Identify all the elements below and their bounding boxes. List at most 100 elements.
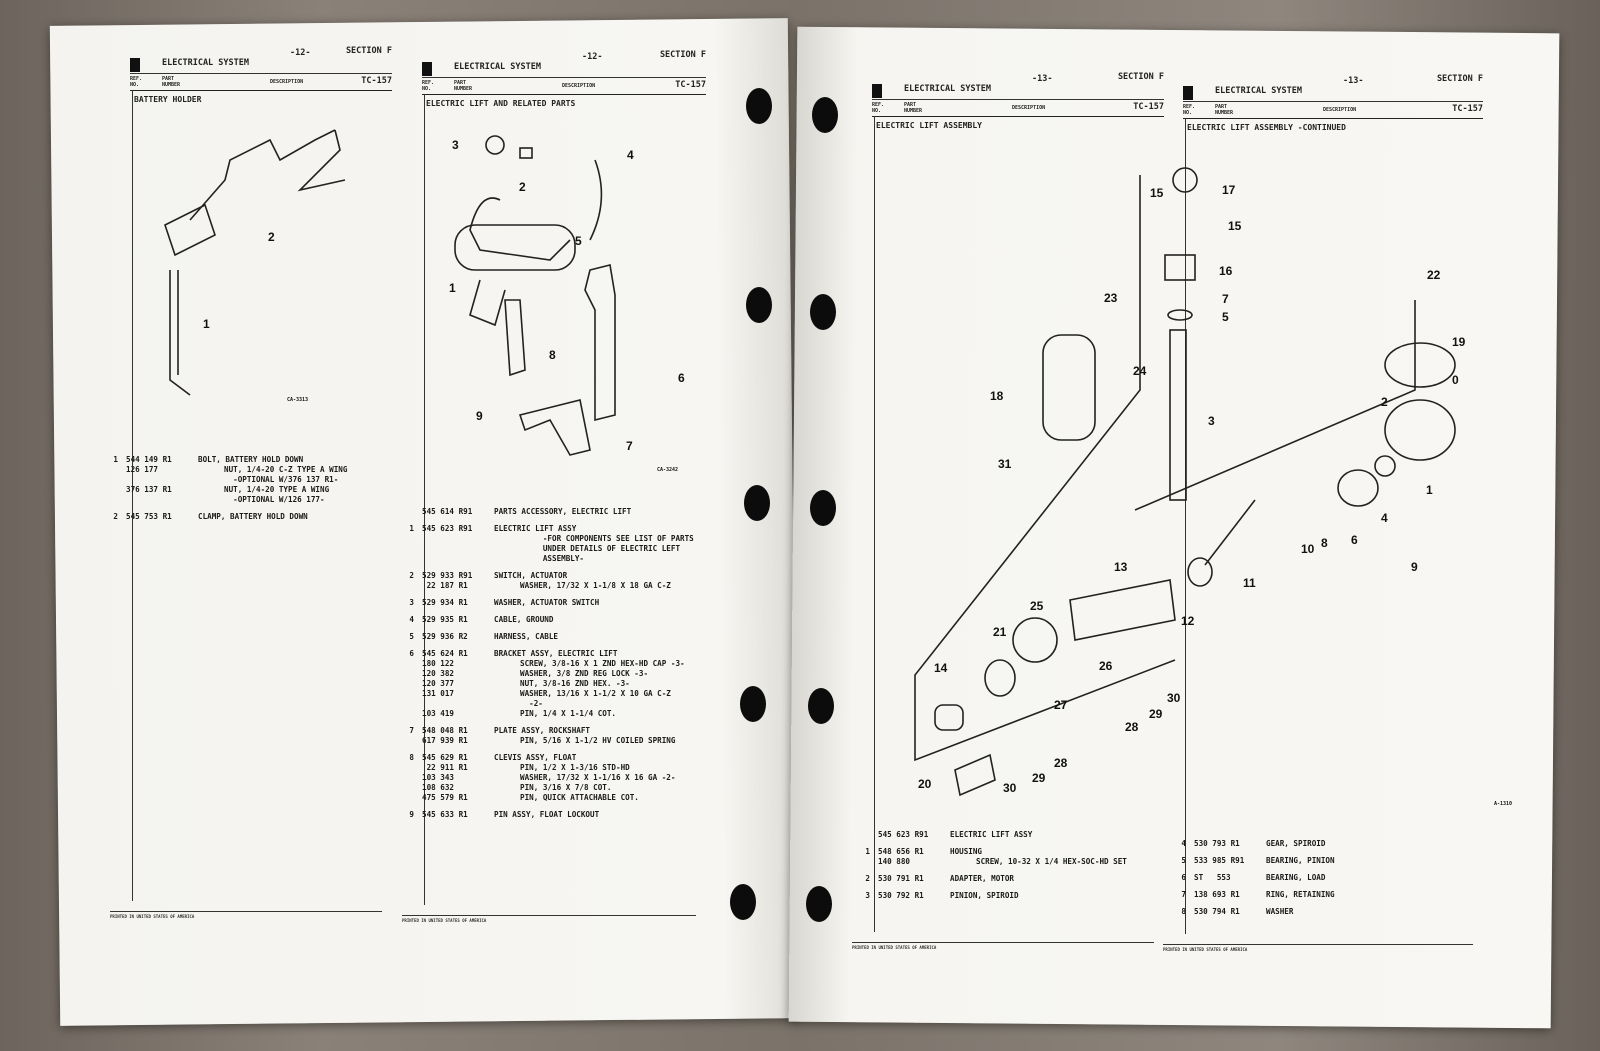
- part-description: SCREW, 3/8-16 X 1 ZND HEX-HD CAP -3-: [520, 659, 685, 668]
- section-label: SECTION F: [659, 50, 706, 60]
- part-description: CABLE, GROUND: [494, 615, 554, 624]
- ref-number: 2: [865, 874, 870, 883]
- part-number: ST 553: [1194, 873, 1231, 882]
- ref-number: [400, 581, 422, 591]
- binder-hole: [744, 485, 770, 521]
- part-row: 140 880 SCREW, 10-32 X 1/4 HEX-SOC-HD SET: [856, 857, 1166, 867]
- part-number-header: PART NUMBER: [1215, 104, 1234, 116]
- section-title: BATTERY HOLDER: [134, 95, 202, 104]
- callout: 3: [452, 138, 459, 152]
- divider: [1183, 118, 1483, 119]
- callout: 15: [1228, 219, 1242, 233]
- part-description: BEARING, PINION: [1266, 856, 1335, 865]
- part-number: [422, 534, 494, 544]
- part-description: PIN, 1/2 X 1-3/16 STD-HD: [520, 763, 630, 772]
- part-description: SCREW, 10-32 X 1/4 HEX-SOC-HD SET: [976, 857, 1127, 866]
- ref-number: 9: [409, 810, 414, 819]
- part-number: 545 633 R1: [422, 810, 468, 819]
- callout: 1: [1426, 483, 1433, 497]
- part-number: 180 122: [422, 659, 455, 668]
- part-number: 140 880: [878, 857, 911, 866]
- battery-holder-diagram: [164, 129, 346, 396]
- part-description: PIN, QUICK ATTACHABLE COT.: [520, 793, 639, 802]
- ref-number: [400, 689, 422, 699]
- part-row: -2-: [400, 699, 710, 709]
- divider: [132, 90, 133, 901]
- page-number: -12-: [582, 52, 603, 62]
- callout: 9: [476, 409, 483, 423]
- section-title: ELECTRIC LIFT AND RELATED PARTS: [426, 99, 576, 108]
- callout: 16: [1219, 264, 1233, 278]
- description-header: DESCRIPTION: [270, 79, 304, 85]
- figure-number: CA-3242: [657, 467, 679, 473]
- part-description: CLAMP, BATTERY HOLD DOWN: [198, 512, 308, 521]
- part-description: -OPTIONAL W/376 137 R1-: [224, 475, 339, 484]
- section-label: SECTION F: [1436, 74, 1483, 84]
- description-header: DESCRIPTION: [562, 83, 596, 89]
- ref-number: [400, 534, 422, 544]
- ref-number: 3: [865, 891, 870, 900]
- part-number: [126, 475, 198, 485]
- ref-number: [400, 507, 422, 517]
- callout: 1: [203, 317, 210, 331]
- system-title: ELECTRICAL SYSTEM: [904, 84, 991, 94]
- part-row: ASSEMBLY-: [400, 554, 710, 564]
- ref-number: 7: [1181, 890, 1186, 899]
- part-number: 530 791 R1: [878, 874, 924, 883]
- part-description: WASHER: [1266, 907, 1294, 916]
- page-number: -12-: [290, 48, 311, 58]
- part-number: 120 382: [422, 669, 455, 678]
- callout: 27: [1054, 698, 1068, 712]
- part-number: 138 693 R1: [1194, 890, 1240, 899]
- callout: 30: [1167, 691, 1181, 705]
- part-description: NUT, 1/4-20 C-Z TYPE A WING: [224, 465, 348, 474]
- part-number: [422, 554, 494, 564]
- binder-hole: [812, 97, 838, 133]
- part-row: -OPTIONAL W/376 137 R1-: [104, 475, 394, 485]
- part-number: 475 579 R1: [422, 793, 468, 802]
- callout: 8: [549, 348, 556, 362]
- divider: [422, 77, 706, 78]
- binder-hole: [746, 88, 772, 124]
- part-description: HARNESS, CABLE: [494, 632, 559, 641]
- part-description: PINION, SPIROID: [950, 891, 1019, 900]
- binder-hole: [730, 884, 756, 920]
- ref-number: [400, 773, 422, 783]
- page-number: -13-: [1343, 76, 1364, 86]
- part-row: 120 382 WASHER, 3/8 ZND REG LOCK -3-: [400, 669, 710, 679]
- callout: 31: [998, 457, 1012, 471]
- callout: 28: [1125, 720, 1139, 734]
- binder-hole: [810, 294, 836, 330]
- callout: 25: [1030, 599, 1044, 613]
- callout: 30: [1003, 781, 1017, 795]
- ref-number: [400, 544, 422, 554]
- part-number: 376 137 R1: [126, 485, 172, 494]
- part-number: 103 343: [422, 773, 455, 782]
- ih-logo-icon: [872, 84, 882, 98]
- part-number-header: PART NUMBER: [162, 76, 181, 88]
- binder-hole: [810, 490, 836, 526]
- binder-hole: [740, 686, 766, 722]
- part-number: 548 048 R1: [422, 726, 468, 735]
- model-code: TC-157: [1133, 102, 1164, 112]
- divider: [1185, 118, 1186, 934]
- part-description: WASHER, 3/8 ZND REG LOCK -3-: [520, 669, 649, 678]
- callout: 8: [1321, 536, 1328, 550]
- part-number: 533 985 R91: [1194, 856, 1245, 865]
